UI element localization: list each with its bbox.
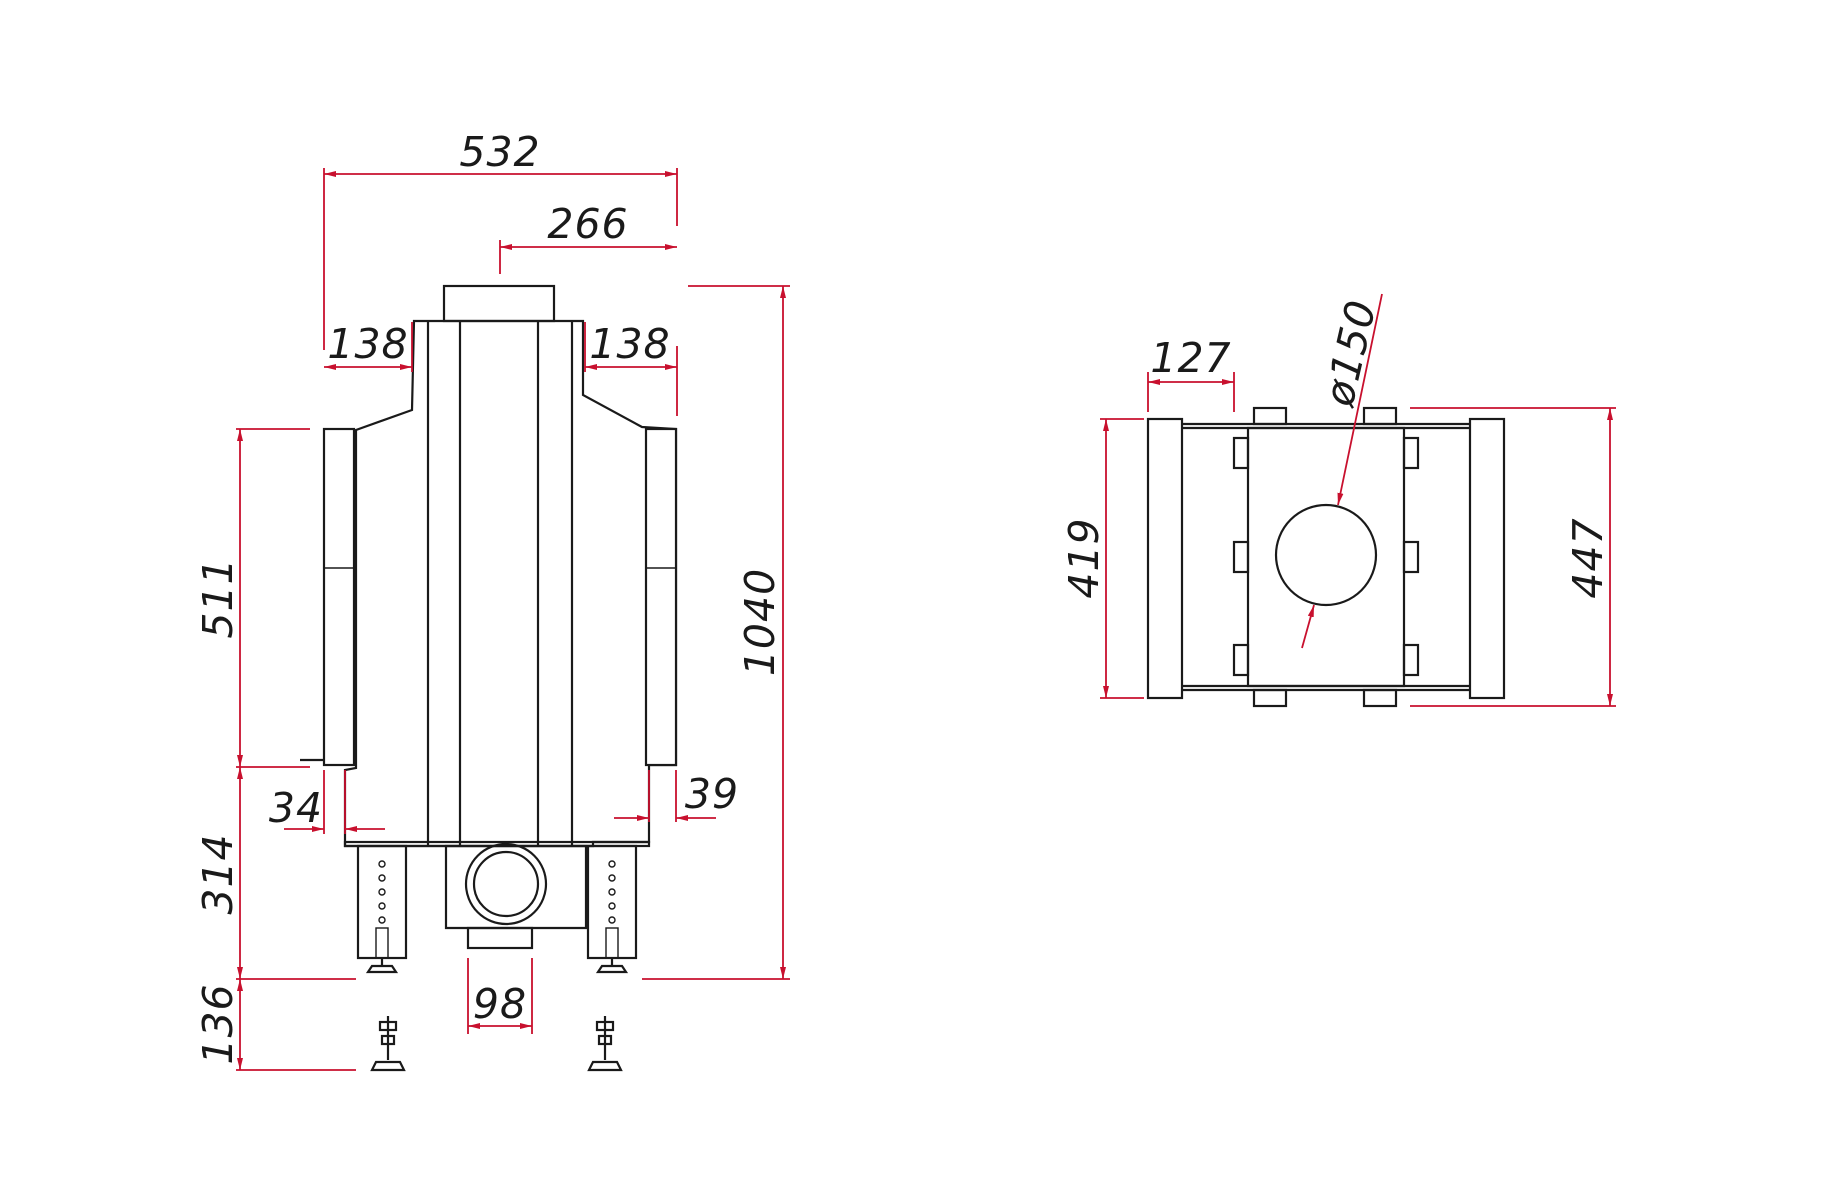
lug-left-3 <box>1232 643 1250 677</box>
air-inlet-outer <box>464 842 548 926</box>
stove-casing <box>343 319 678 848</box>
dim-419-label: 419 <box>1060 517 1108 598</box>
dim-138-left-label: 138 <box>327 320 408 368</box>
left-adjuster-foot <box>370 1016 406 1072</box>
right-adjuster-foot <box>587 1016 623 1072</box>
dim-266-label: 266 <box>547 200 628 248</box>
dim-511-label: 511 <box>194 557 242 638</box>
dim-150-leader-tail <box>1301 604 1315 649</box>
top-view <box>1146 406 1506 708</box>
air-inlet-inner <box>472 850 540 918</box>
left-leg-holes <box>378 860 386 924</box>
dim-39-label: 39 <box>685 770 739 818</box>
air-inlet-spigot <box>466 926 534 950</box>
dim-150-label: ø150 <box>1315 295 1386 411</box>
right-leg-holes <box>608 860 616 924</box>
right-leg-slot <box>605 927 619 959</box>
top-right-panel <box>1468 417 1506 700</box>
lug-right-1 <box>1402 436 1420 470</box>
right-foot <box>595 964 629 974</box>
tab-bottom-right <box>1362 688 1398 708</box>
top-view-dimensions: 127 ø150 419 447 <box>1060 293 1616 707</box>
left-leg-slot <box>375 927 389 959</box>
front-view-dimensions: 532 266 138 138 511 1040 34 <box>194 128 790 1071</box>
front-view <box>300 284 678 1072</box>
left-foot <box>365 964 399 974</box>
dim-314-label: 314 <box>194 833 242 914</box>
lug-right-3 <box>1402 643 1420 677</box>
right-leg <box>586 844 638 960</box>
left-glass-panel <box>322 427 356 767</box>
top-central-body <box>1246 426 1406 688</box>
right-glass-panel <box>644 427 678 767</box>
lug-left-2 <box>1232 540 1250 574</box>
tab-top-right <box>1362 406 1398 426</box>
dim-34-label: 34 <box>269 784 323 832</box>
dim-127-label: 127 <box>1150 334 1231 382</box>
dim-150-leader <box>1337 293 1383 506</box>
dim-447-label: 447 <box>1564 517 1612 598</box>
air-inlet-housing <box>444 844 588 930</box>
lug-left-1 <box>1232 436 1250 470</box>
dim-138-right-label: 138 <box>589 320 670 368</box>
flue-opening <box>1274 503 1378 607</box>
flue-collar <box>442 284 556 323</box>
top-left-panel <box>1146 417 1184 700</box>
dim-532-label: 532 <box>459 128 540 176</box>
tab-bottom-left <box>1252 688 1288 708</box>
dim-98-label: 98 <box>473 980 527 1028</box>
left-leg <box>356 844 408 960</box>
dim-136-label: 136 <box>194 983 242 1064</box>
dim-1040-label: 1040 <box>736 568 784 676</box>
tab-top-left <box>1252 406 1288 426</box>
lug-right-2 <box>1402 540 1420 574</box>
